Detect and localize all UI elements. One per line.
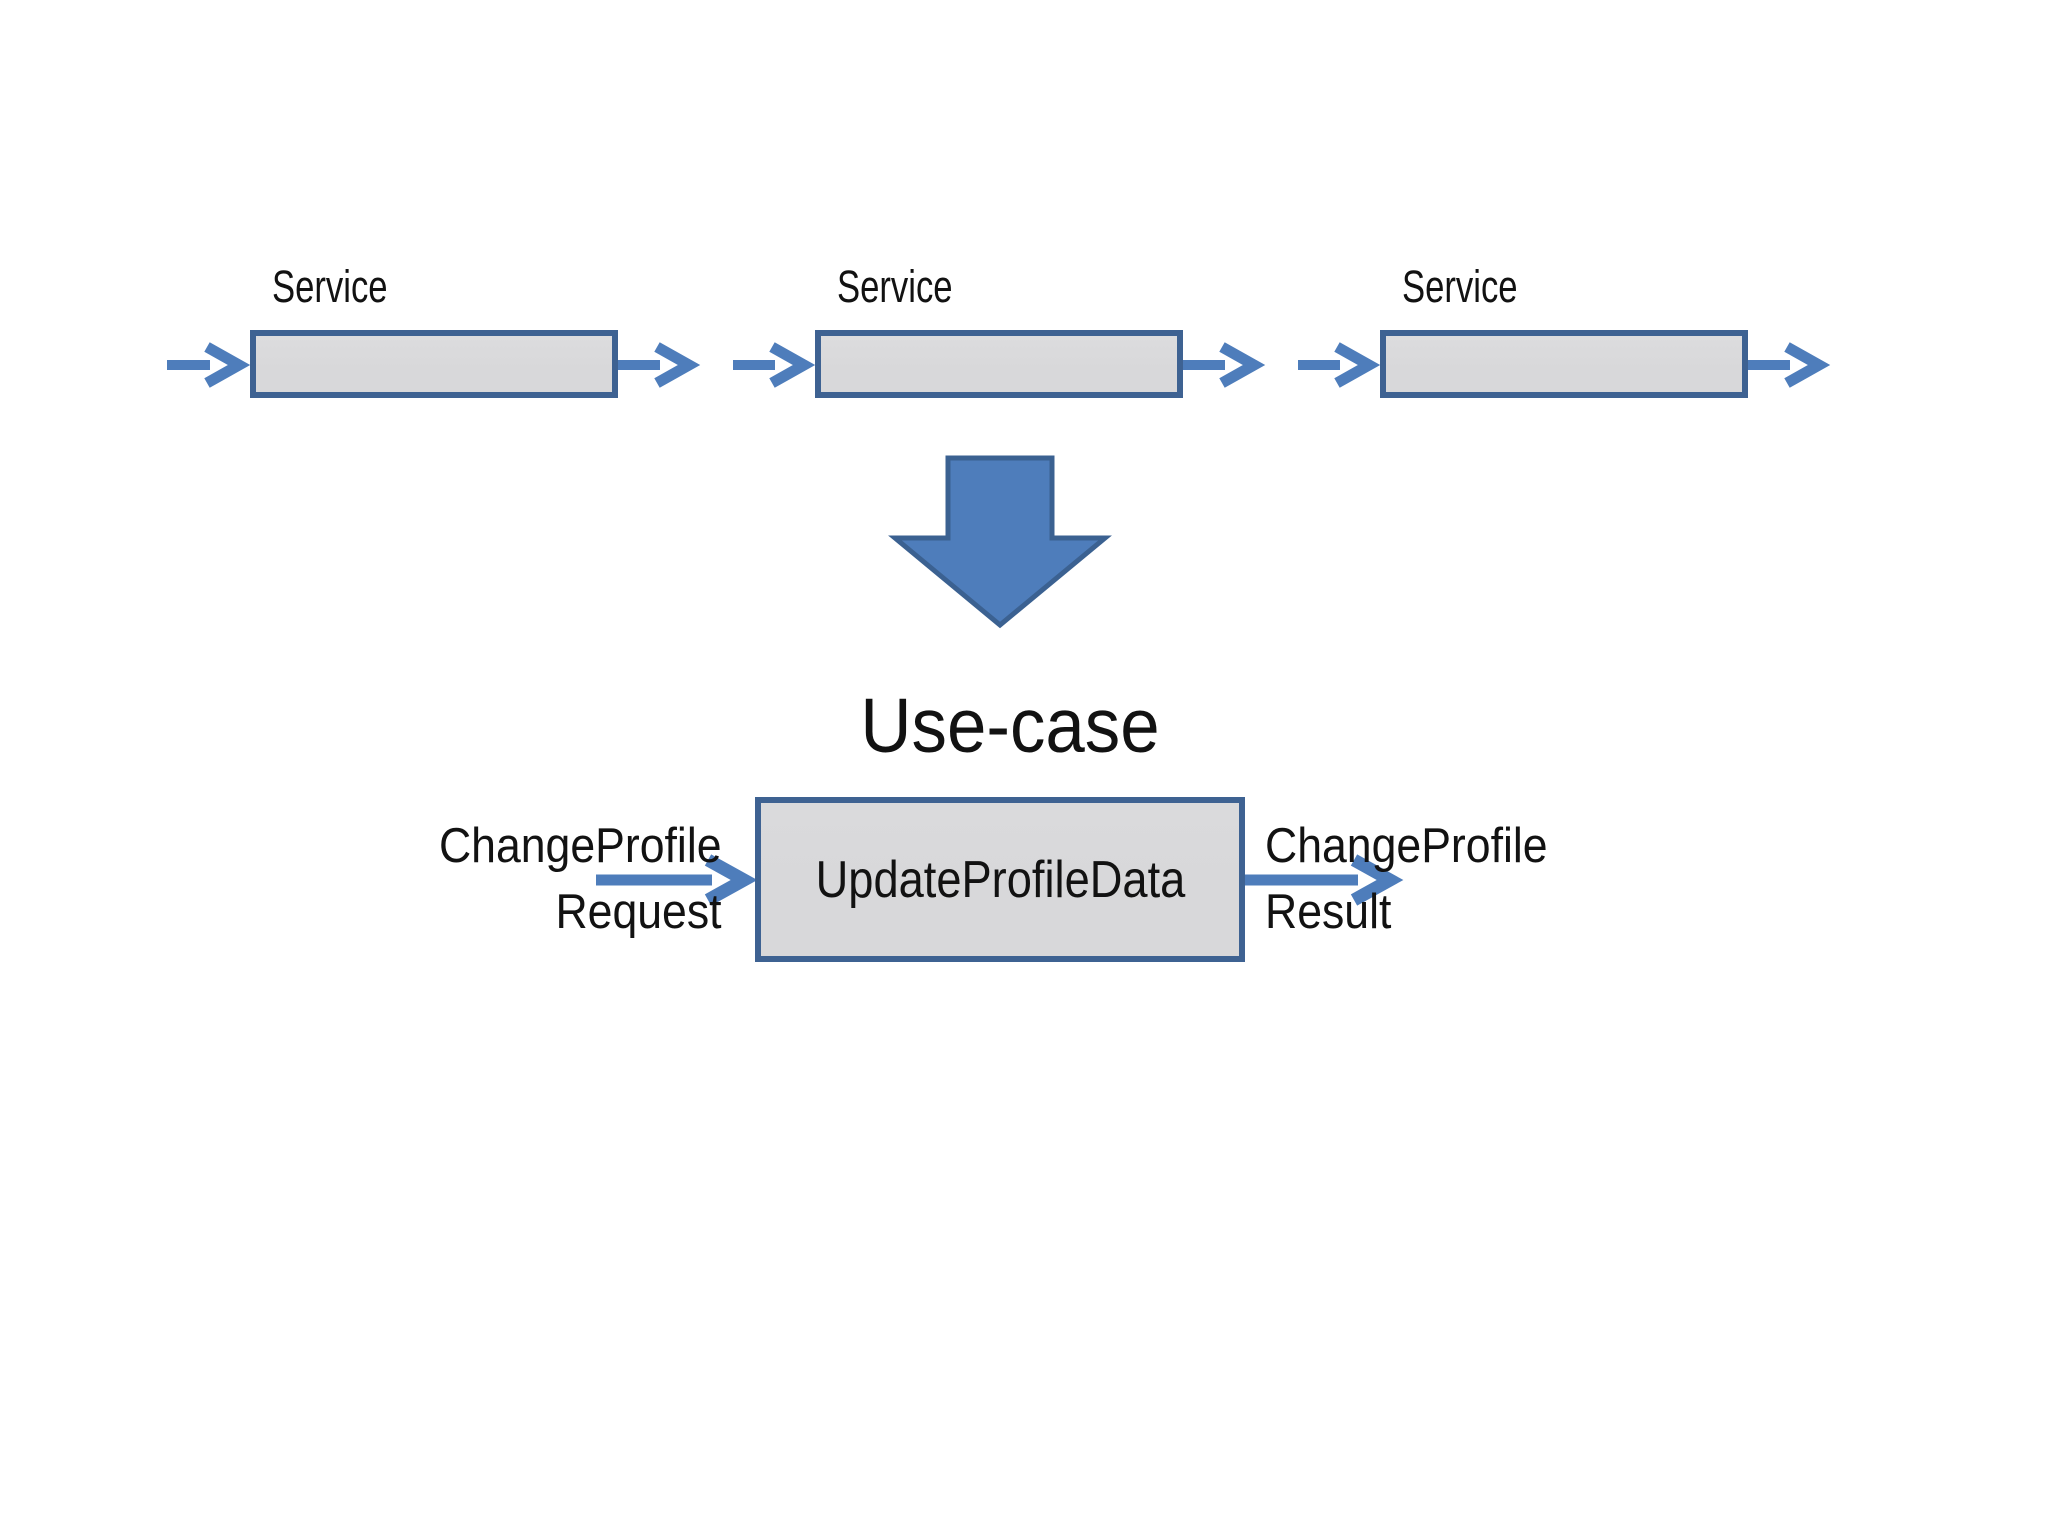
usecase-box-label: UpdateProfileData <box>815 850 1185 909</box>
output-label: ChangeProfile Result <box>1265 813 1548 945</box>
page-title: Use-case <box>860 683 1160 769</box>
request-arrow-icon <box>596 854 758 906</box>
service3-out-arrow-icon <box>1748 342 1831 388</box>
usecase-box: UpdateProfileData <box>755 797 1245 962</box>
service-box-1 <box>250 330 618 398</box>
service2-out-arrow-icon <box>1183 342 1266 388</box>
result-arrow-icon <box>1245 854 1404 906</box>
service-box-2 <box>815 330 1183 398</box>
output-label-line1: ChangeProfile <box>1265 819 1548 873</box>
input-label-line2: Request <box>555 885 722 939</box>
service1-in-arrow-icon <box>167 342 251 388</box>
input-label: ChangeProfile Request <box>439 813 722 945</box>
service3-in-arrow-icon <box>1298 342 1381 388</box>
service2-in-arrow-icon <box>733 342 816 388</box>
service-label-1: Service <box>272 261 388 312</box>
down-arrow-icon <box>888 455 1112 629</box>
service1-out-arrow-icon <box>618 342 701 388</box>
service-label-3: Service <box>1402 261 1518 312</box>
service-box-3 <box>1380 330 1748 398</box>
service-label-2: Service <box>837 261 953 312</box>
output-label-line2: Result <box>1265 885 1392 939</box>
input-label-line1: ChangeProfile <box>439 819 722 873</box>
